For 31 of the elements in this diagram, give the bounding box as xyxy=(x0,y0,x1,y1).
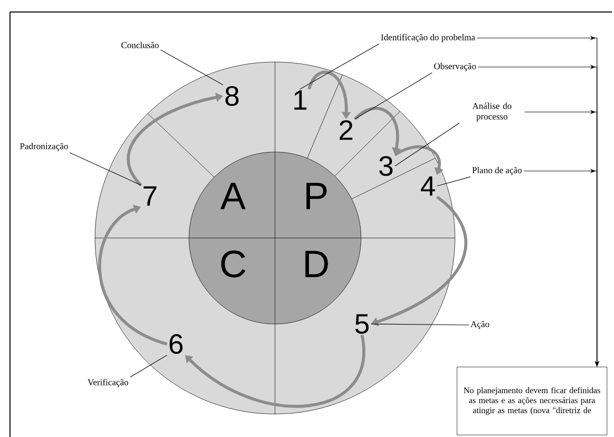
step-label: Análise do processo xyxy=(472,102,512,122)
step-label: Identificação do probelma xyxy=(381,34,476,42)
curved-arrow xyxy=(185,334,366,408)
quadrant-letter: C xyxy=(221,250,246,278)
sector-number: 8 xyxy=(225,86,239,106)
step-label: Observação xyxy=(434,62,476,72)
note-box: No planejamento devem ficar definidas as metas e as ações necessárias para atingir as metas (nova "diretriz de xyxy=(456,366,608,436)
leader-line xyxy=(394,122,460,166)
sector-number: 5 xyxy=(355,314,369,334)
curved-arrow xyxy=(98,204,168,346)
step-label: Conclusão xyxy=(121,42,159,48)
step-label: Plano de ação xyxy=(472,166,522,176)
sector-number: 3 xyxy=(379,156,393,176)
leader-line xyxy=(130,354,168,378)
quadrant-letter: P xyxy=(306,182,327,210)
step-label: Ação xyxy=(470,321,490,329)
leader-line xyxy=(436,176,471,186)
leader-line xyxy=(70,152,142,186)
sector-number: 2 xyxy=(340,120,352,140)
leader-line xyxy=(354,72,432,120)
leader-line xyxy=(160,50,224,86)
leader-line xyxy=(300,44,380,90)
quadrant-letter: D xyxy=(305,250,328,278)
step-label: Padronização xyxy=(20,142,68,152)
sector-number: 7 xyxy=(144,186,156,206)
sector-number: 4 xyxy=(420,176,435,196)
sector-number: 1 xyxy=(294,90,306,110)
quadrant-letter: A xyxy=(220,182,246,210)
leader-line xyxy=(370,324,470,326)
step-label: Verificação xyxy=(88,378,128,388)
sector-number: 6 xyxy=(170,334,183,354)
